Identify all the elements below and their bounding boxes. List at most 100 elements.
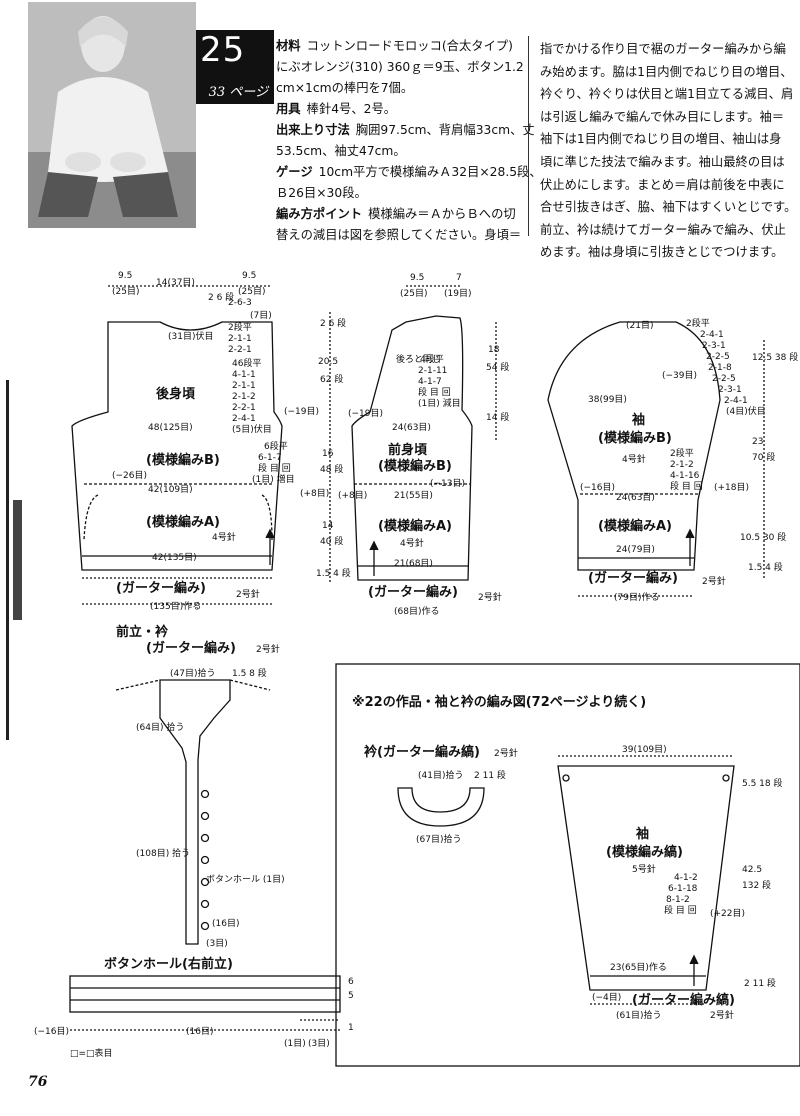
front-band-pick-top: (47目)拾う [170,667,215,679]
instruction-line: 替えの減目は図を参照してください。身頃＝ [276,228,522,242]
dim-v8: 1.5 4 段 [316,567,351,579]
item22-sleeve-pick: (61目)拾う [616,1009,661,1021]
front-width-b: 24(63目) [392,422,431,433]
back-top-left-sts: (25目) [112,286,139,297]
instruction-line: 前立、衿は続けてガーター編みで編み、伏止 [540,222,786,237]
back-top-right: 9.5 [242,271,256,281]
item22-heading: ※22の作品・袖と衿の編み図(72ページより続く) [352,694,646,710]
back-needle: 4号針 [212,531,236,543]
back-top-left: 9.5 [118,271,132,281]
chart-legend: □=□表目 [70,1047,113,1059]
sleeve-pattern-a: (模様編みA) [598,518,672,534]
back-width-b2: 42(109目) [148,484,193,495]
item22-sleeve-outline [557,765,735,991]
sleeve-width-1: 38(99目) [588,394,627,405]
instruction-line: は引返し編みで編んで休み目にします。袖＝ [540,109,785,124]
back-arm-6: 2-4-1 [232,414,256,424]
dim-v5: 48 段 [320,463,343,475]
item22-sleeve-cast: 23(65目)作る [610,961,667,973]
item22-sleeve-inc-3: 8-1-2 [666,895,690,905]
back-arm-5: 2-2-1 [232,403,256,413]
sleeve-cap-5: 2-1-8 [708,363,732,373]
front-needle: 4号針 [400,537,424,549]
sleeve-title: 袖 [632,412,645,428]
instruction-line: 伏止めにします。まとめ＝肩は前後を中表に [540,177,785,192]
item22-collar-top: (41目)拾う [418,769,463,781]
front-band-outline [159,679,231,945]
back-arm-2: 4-1-1 [232,370,256,380]
chart-row-1: 1 [348,1023,354,1033]
dim-v2: 20.5 [318,357,338,367]
front-neck-3: 4-1-7 [418,377,442,387]
front-band-subtitle: (ガーター編み) [146,640,236,656]
front-dim-3: 14 段 [486,411,509,423]
page-reference: 33 ページ [208,85,268,100]
front-top-right-sts: (19目) [444,288,471,299]
back-neck-bind: (31目)伏目 [168,330,213,342]
back-side-3: 段 目 回 [258,462,291,474]
front-neck-4: 段 目 回 [418,386,451,398]
back-arm-4: 2-1-2 [232,392,256,402]
instruction-line: cm×1cmの棒円を7個。 [276,81,414,95]
item22-sleeve-title: 袖 [636,826,649,842]
item22-sleeve-inc-1: 4-1-2 [674,873,698,883]
front-band-pick-mid: (64目) 拾う [136,721,184,733]
instruction-line: 編み方ポイント模様編み＝ＡからＢへの切 [276,207,516,221]
instruction-line: めます。袖は身頃に引抜きとじでつけます。 [540,245,784,260]
back-neck-1: 2段平 [228,321,252,333]
back-pattern-b: (模様編みB) [146,452,220,468]
sleeve-cap-h: 12.5 38 段 [752,351,798,363]
back-side-4: (1目) 増目 [252,473,295,485]
front-garter-needle: 2号針 [478,591,502,603]
sleeve-cap-9: (4目)伏目 [726,405,766,417]
back-width-b: 48(125目) [148,422,193,433]
front-pattern-b: (模様編みB) [378,458,452,474]
sleeve-side-3: 4-1-16 [670,471,700,481]
front-inc-8: (+8目) [338,490,367,501]
sleeve-top: (21目) [626,320,653,331]
back-top-right-sts: (25目) [238,286,265,297]
front-band-sts3: (3目) [206,938,228,949]
sleeve-cap-2: 2-4-1 [700,330,724,340]
item22-sleeve-pattern: (模様編み縞) [606,844,683,860]
sleeve-side-h1: 23 [752,437,763,447]
instruction-line: 頃に準じた技法で編みます。袖山最終の目は [540,154,785,169]
front-band-pick-bottom: (108目) 拾う [136,847,190,859]
item22-sleeve-plus22: (+22目) [710,908,745,919]
sleeve-inc-18: (+18目) [714,482,749,493]
instruction-line: 53.5cm、袖丈47cm。 [276,144,406,158]
chart-16: (16目) [186,1026,213,1037]
item22-collar-bottom: (67目)拾う [416,833,461,845]
sleeve-side-h2: 70 段 [752,451,775,463]
instructions-left: 材料コットンロードモロッコ(合太タイプ) にぶオレンジ(310) 360ｇ＝9玉… [276,36,542,246]
front-dec-13: (−13目) [430,478,465,489]
chart-minus16: (−16目) [34,1026,69,1037]
front-dim-1: 18 [488,345,500,355]
chart-row-5: 5 [348,991,354,1001]
instruction-line: 合せ引抜きはぎ、脇、袖下はすくいとじです。 [540,200,797,215]
back-body-title: 後身頃 [156,386,196,402]
item22-sleeve-top: 39(109目) [622,744,667,755]
back-pattern-a: (模様編みA) [146,514,220,530]
instruction-line: み始めます。脇は1目内側でねじり目の増目、 [540,64,793,79]
sleeve-needle: 4号針 [622,453,646,465]
back-inc-8: (+8目) [300,488,329,499]
back-arm-7: (5目)伏目 [232,423,272,435]
back-shoulder-1: 2-6-3 [228,298,252,308]
front-band-sts16: (16目) [212,918,239,929]
front-dim-2: 54 段 [486,361,509,373]
front-pattern-a: (模様編みA) [378,518,452,534]
front-body-title: 前身頃 [388,442,428,458]
front-band-rows: 1.5 8 段 [232,667,267,679]
instruction-line: 指でかける作り目で裾のガーター編みから編 [540,42,786,56]
sleeve-outline [547,321,721,571]
dim-v7: 40 段 [320,535,343,547]
sleeve-dec-39: (−39目) [662,370,697,381]
instructions-right: 指でかける作り目で裾のガーター編みから編 み始めます。脇は1目内側でねじり目の増… [540,38,797,264]
pattern-number: 25 [200,30,246,70]
column-divider [528,36,529,236]
item22-sleeve-inc-4: 段 目 回 [664,904,697,916]
back-arm-3: 2-1-1 [232,381,256,391]
